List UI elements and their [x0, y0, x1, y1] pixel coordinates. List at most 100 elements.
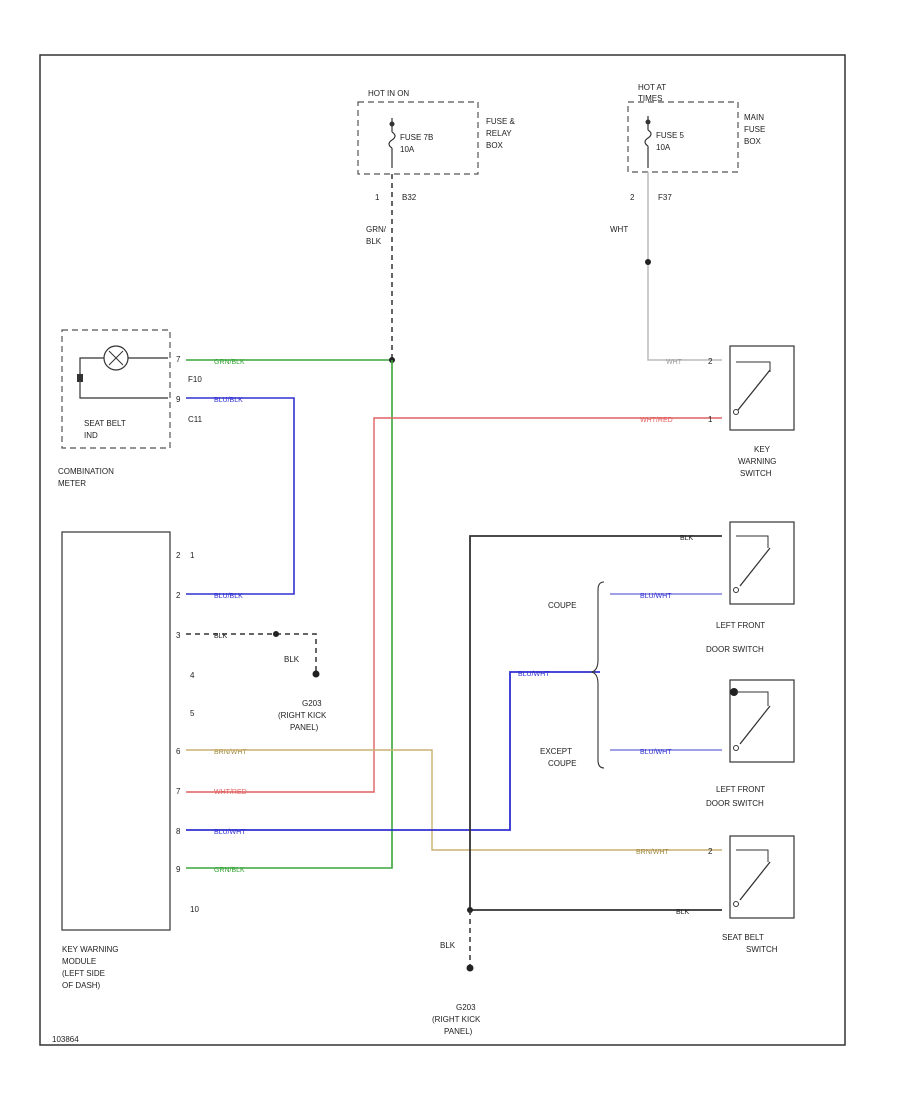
fuse-left-connector: B32	[402, 193, 417, 202]
diagram-border	[39, 54, 846, 1046]
fuse-left-box-3: BOX	[486, 141, 504, 150]
bulb-arrow-icon	[77, 374, 83, 382]
grn-blk-module-wire	[186, 360, 393, 869]
main-fuse-box-outline	[627, 101, 739, 173]
branch-bracket	[590, 581, 605, 769]
door-switch-except-box	[729, 679, 795, 763]
door-switch-coupe-box	[729, 521, 795, 605]
key-warning-switch: WHT 2 WHT/RED 1 KEY WARNING SWITCH	[640, 345, 795, 478]
ground-left-label-2: (RIGHT KICK	[278, 711, 327, 720]
ground-left-label-3: PANEL)	[290, 723, 319, 732]
fuse-right-connector: F37	[658, 193, 672, 202]
key-switch-box	[729, 345, 795, 431]
main-fuse-box: HOT AT TIMES FUSE 5 10A MAIN FUSE BOX 2 …	[610, 83, 765, 234]
fuse-left-box-1: FUSE &	[486, 117, 516, 126]
branch-except-2: COUPE	[548, 759, 576, 768]
module-label-2: MODULE	[62, 957, 96, 966]
meter-pin-top: 7	[176, 355, 181, 364]
door-switch-except-label-2: DOOR SWITCH	[706, 799, 764, 808]
wht-wire-node	[645, 259, 651, 265]
fuse-left-header: HOT IN ON	[368, 89, 409, 98]
seat-belt-switch-pin-top: 2	[708, 847, 713, 856]
blk-ground-bus	[469, 535, 722, 911]
key-switch-wire-bottom: WHT/RED	[640, 417, 673, 424]
module-pin-7: 7	[176, 787, 181, 796]
key-switch-pin-bottom: 1	[708, 415, 713, 424]
combination-meter-outline	[61, 329, 171, 449]
key-switch-contact	[733, 409, 739, 415]
door-switch-coupe-lead	[736, 535, 769, 548]
wire-label-branch: BLU/WHT	[518, 671, 550, 678]
wire-label-pin8: BLU/WHT	[214, 829, 246, 836]
seat-belt-switch-contact	[733, 901, 739, 907]
ground-right-icon	[466, 964, 474, 972]
seat-belt-switch-wire-bottom: BLK	[676, 909, 690, 916]
seat-belt-switch-label-1: SEAT BELT	[722, 933, 764, 942]
module-label-1: KEY WARNING	[62, 945, 118, 954]
bulb-filament-icon	[108, 350, 124, 366]
door-switch-coupe-label-2: DOOR SWITCH	[706, 645, 764, 654]
blu-blk-wire	[186, 397, 295, 595]
door-switch-except-arm	[739, 705, 771, 745]
fuse-right-box-2: FUSE	[744, 125, 765, 134]
meter-connector-bottom: C11	[188, 415, 203, 424]
fuse-right-dot	[645, 119, 651, 125]
module-pin-6: 6	[176, 747, 181, 756]
seat-belt-switch-lead	[736, 849, 769, 862]
module-pin-5: 5	[190, 709, 195, 718]
wire-label-blu-blk-meter: BLU/BLK	[214, 397, 243, 404]
meter-connector-top: F10	[188, 375, 202, 384]
module-pin-9: 9	[176, 865, 181, 874]
door-switch-coupe-contact	[733, 587, 739, 593]
ground-right-label-1: G203	[456, 1003, 476, 1012]
key-switch-wire-top: WHT	[666, 359, 683, 366]
seat-belt-switch-label-2: SWITCH	[746, 945, 778, 954]
door-switch-coupe-label-1: LEFT FRONT	[716, 621, 765, 630]
fuse-left-box-2: RELAY	[486, 129, 512, 138]
wire-label-except: BLU/WHT	[640, 749, 672, 756]
module-pin-8: 8	[176, 827, 181, 836]
wire-label-coupe: BLU/WHT	[640, 593, 672, 600]
fuse-relay-box: HOT IN ON FUSE 7B 10A FUSE & RELAY BOX 1…	[357, 89, 516, 246]
door-switch-except-ground-dot	[730, 688, 738, 696]
meter-component-2: IND	[84, 431, 98, 440]
door-switch-coupe: BLK LEFT FRONT DOOR SWITCH	[680, 521, 795, 654]
fuse-right-label-2: 10A	[656, 143, 671, 152]
ground-right-label-2: (RIGHT KICK	[432, 1015, 481, 1024]
wht-red-wire	[186, 417, 722, 793]
meter-label-2: METER	[58, 479, 86, 488]
blk-ground-left-node	[273, 631, 279, 637]
ground-left-icon	[312, 670, 320, 678]
combination-meter: SEAT BELT IND 7 9 F10 C11 COMBINATION ME…	[58, 329, 203, 488]
wire-label-grn-blk-meter: GRN/BLK	[214, 359, 245, 366]
fuse-right-header-1: HOT AT	[638, 83, 666, 92]
key-switch-arm	[737, 369, 771, 411]
ground-right-wire: BLK	[440, 941, 456, 950]
door-switch-coupe-arm	[739, 547, 771, 587]
ground-right-label-3: PANEL)	[444, 1027, 473, 1036]
fuse-left-wire-2: BLK	[366, 237, 382, 246]
blk-ground-left-wire	[186, 633, 317, 672]
wire-label-pin3: BLK	[214, 633, 228, 640]
meter-pin-bottom: 9	[176, 395, 181, 404]
ground-left-label-1: G203	[302, 699, 322, 708]
brn-wht-wire	[186, 749, 722, 851]
module-pin-2: 2	[176, 591, 181, 600]
key-switch-label-2: WARNING	[738, 457, 776, 466]
bulb-lead-left	[79, 357, 168, 399]
branch-coupe: COUPE	[548, 601, 576, 610]
footer-code: 103864	[52, 1035, 79, 1044]
key-warning-module-box	[61, 531, 171, 931]
key-switch-pin-top: 2	[708, 357, 713, 366]
fuse-relay-box-outline	[357, 101, 479, 175]
seat-belt-switch-wire-top: BRN/WHT	[636, 849, 669, 856]
meter-component-1: SEAT BELT	[84, 419, 126, 428]
fuse-left-pin: 1	[375, 193, 380, 202]
module-pin-4: 4	[190, 671, 195, 680]
seat-belt-switch: BRN/WHT 2 BLK SEAT BELT SWITCH	[636, 835, 795, 954]
door-switch-except-coupe: LEFT FRONT DOOR SWITCH	[706, 679, 795, 808]
fuse-left-label-1: FUSE 7B	[400, 133, 433, 142]
seat-belt-switch-box	[729, 835, 795, 919]
fuse-left-wire-1: GRN/	[366, 225, 387, 234]
